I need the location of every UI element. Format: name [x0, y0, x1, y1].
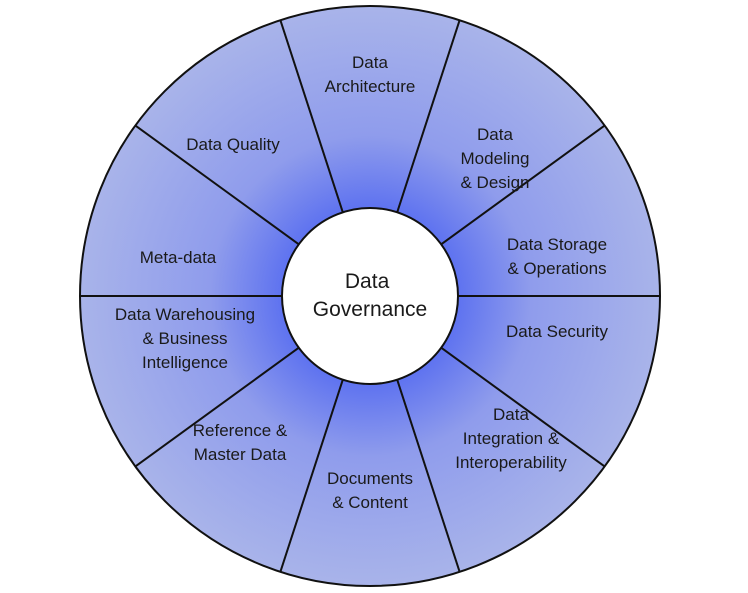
- segment-label-line: & Design: [461, 173, 530, 192]
- segment-label-line: Data: [477, 125, 513, 144]
- segment-label-line: Data: [493, 405, 529, 424]
- spoke-line: [396, 379, 461, 573]
- center-label-line-1: Data: [345, 270, 390, 293]
- segment-label-line: Master Data: [194, 445, 287, 464]
- center-label: Data Governance: [313, 270, 427, 321]
- spoke-line: [134, 346, 300, 468]
- segment-dividers: [80, 19, 660, 573]
- segment-label-line: Architecture: [325, 77, 416, 96]
- segment-label-data-quality: Data Quality: [186, 135, 280, 154]
- spoke-line: [396, 19, 461, 213]
- spoke-line: [279, 379, 344, 573]
- spoke-line: [440, 124, 606, 246]
- segment-label-line: Modeling: [461, 149, 530, 168]
- center-circle: [281, 207, 459, 385]
- segment-label-line: Interoperability: [455, 453, 567, 472]
- segment-label-line: & Content: [332, 493, 408, 512]
- segment-label-line: Documents: [327, 469, 413, 488]
- spoke-line: [279, 19, 344, 213]
- segment-label-meta-data: Meta-data: [140, 248, 217, 267]
- segment-label-line: Meta-data: [140, 248, 217, 267]
- segment-label-line: Intelligence: [142, 353, 228, 372]
- spoke-line: [440, 346, 606, 468]
- segment-label-data-storage-operations: Data Storage & Operations: [507, 235, 607, 278]
- segment-label-line: Reference &: [193, 421, 288, 440]
- segment-label-line: Data Warehousing: [115, 305, 255, 324]
- segment-label-line: Data Security: [506, 322, 609, 341]
- segment-label-line: & Operations: [507, 259, 606, 278]
- segment-label-line: Data: [352, 53, 388, 72]
- segment-label-line: & Business: [142, 329, 227, 348]
- segment-label-line: Data Quality: [186, 135, 280, 154]
- segment-label-line: Integration &: [463, 429, 560, 448]
- spoke-line: [134, 124, 300, 246]
- center-label-line-2: Governance: [313, 298, 427, 321]
- segment-label-documents-content: Documents & Content: [327, 469, 413, 512]
- segment-label-line: Data Storage: [507, 235, 607, 254]
- segment-label-reference-master-data: Reference & Master Data: [193, 421, 288, 464]
- segment-label-data-security: Data Security: [506, 322, 609, 341]
